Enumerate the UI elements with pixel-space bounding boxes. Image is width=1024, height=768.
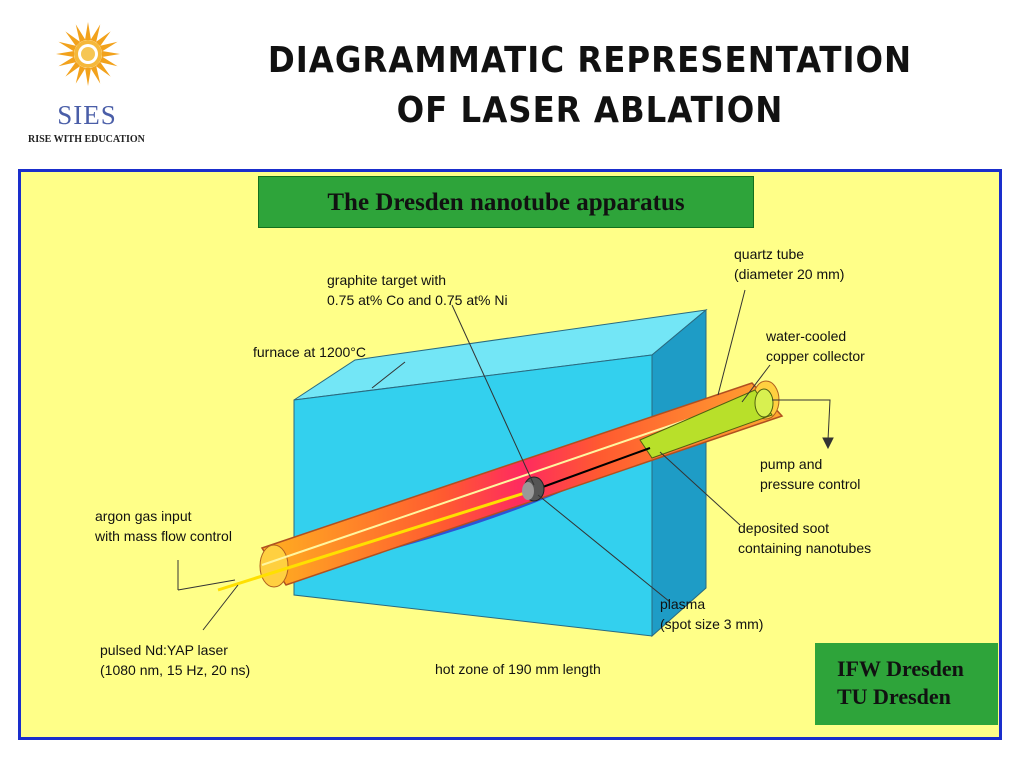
label-furnace: furnace at 1200°C xyxy=(253,344,367,360)
label-hot-zone: hot zone of 190 mm length xyxy=(435,661,601,677)
laser-beam xyxy=(217,447,651,592)
diagram-header: The Dresden nanotube apparatus xyxy=(258,176,754,228)
label-water-cooled-line-2: copper collector xyxy=(766,348,865,364)
label-pump-line-2: pressure control xyxy=(760,476,861,492)
graphite-target xyxy=(522,476,545,502)
label-laser-line-1: pulsed Nd:YAP laser xyxy=(100,642,228,658)
leader-lines xyxy=(177,289,834,631)
label-laser: pulsed Nd:YAP laser (1080 nm, 15 Hz, 20 … xyxy=(100,640,250,680)
label-argon-gas: argon gas input with mass flow control xyxy=(95,506,232,546)
label-soot-line-2: containing nanotubes xyxy=(738,540,872,556)
label-deposited-soot: deposited soot containing nanotubes xyxy=(738,518,871,558)
label-laser-line-2: (1080 nm, 15 Hz, 20 ns) xyxy=(100,662,251,678)
label-soot-line-1: deposited soot xyxy=(738,520,830,536)
slide-title: Diagrammatic representation of laser abl… xyxy=(200,36,980,136)
logo-name: SIES xyxy=(57,100,117,130)
label-plasma-line-1: plasma xyxy=(660,596,706,612)
label-plasma-line-2: (spot size 3 mm) xyxy=(660,616,764,632)
label-graphite-target: graphite target with 0.75 at% Co and 0.7… xyxy=(327,270,508,310)
label-graphite-target-line-2: 0.75 at% Co and 0.75 at% Ni xyxy=(327,292,508,308)
institutions-box: IFW Dresden TU Dresden xyxy=(815,643,998,725)
sun-logo-icon xyxy=(56,22,120,86)
label-water-cooled-collector: water-cooled copper collector xyxy=(766,326,865,366)
institution-ifw: IFW Dresden xyxy=(837,656,964,681)
sies-logo: SIES RISE WITH EDUCATION xyxy=(28,18,188,153)
logo-tagline: RISE WITH EDUCATION xyxy=(28,134,145,145)
label-quartz-tube: quartz tube (diameter 20 mm) xyxy=(734,244,844,284)
label-argon-line-1: argon gas input xyxy=(95,508,192,524)
label-graphite-target-line-1: graphite target with xyxy=(327,272,447,288)
copper-collector xyxy=(639,388,774,459)
institution-tu: TU Dresden xyxy=(837,684,951,709)
label-argon-line-2: with mass flow control xyxy=(95,528,232,544)
label-water-cooled-line-1: water-cooled xyxy=(766,328,847,344)
label-quartz-tube-line-1: quartz tube xyxy=(734,246,805,262)
label-quartz-tube-line-2: (diameter 20 mm) xyxy=(734,266,845,282)
slide-title-line-1: Diagrammatic representation xyxy=(267,40,913,81)
label-pump-line-1: pump and xyxy=(760,456,823,472)
slide-title-line-2: of laser ablation xyxy=(396,90,784,131)
label-plasma: plasma (spot size 3 mm) xyxy=(660,594,763,634)
label-pump: pump and pressure control xyxy=(760,454,860,494)
